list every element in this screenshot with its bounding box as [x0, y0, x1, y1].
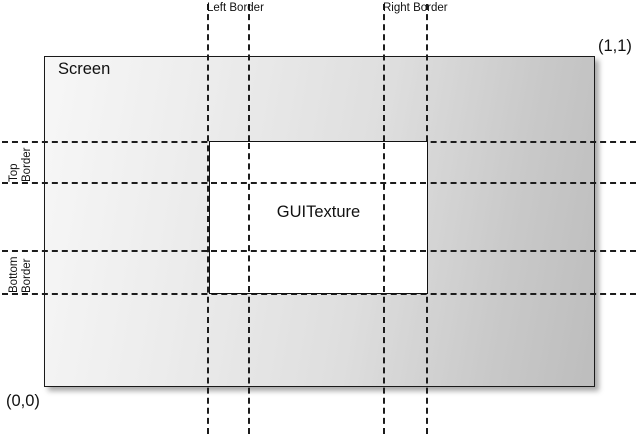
- guide-line-right-border-inner-overlay: [383, 143, 385, 292]
- label-bottom-border: Bottom Border: [8, 250, 34, 293]
- guide-line-left-border-inner-overlay: [248, 143, 250, 292]
- label-bottom-border-line1: Bottom: [8, 256, 20, 293]
- label-top-border: Top Border: [8, 141, 34, 182]
- screen-label: Screen: [58, 60, 111, 78]
- guide-line-bottom-border-outer: [2, 293, 636, 295]
- label-top-border-line1: Top: [8, 163, 20, 182]
- label-bottom-border-line2: Border: [21, 258, 33, 293]
- guide-line-left-border-outer: [207, 4, 209, 434]
- label-right-border-line1: Right: [383, 2, 410, 14]
- coordinate-label-top-right: (1,1): [598, 37, 632, 55]
- label-left-border: Left Border: [207, 2, 264, 15]
- gui-texture-rectangle: [209, 141, 428, 294]
- label-top-border-line2: Border: [21, 147, 33, 182]
- gui-texture-label: GUITexture: [276, 203, 361, 221]
- label-right-border: Right Border: [383, 2, 448, 15]
- guide-line-bottom-border-inner-overlay: [211, 250, 426, 252]
- label-left-border-line1: Left: [207, 2, 227, 14]
- label-right-border-line2: Border: [413, 2, 448, 14]
- label-left-border-line2: Border: [229, 2, 264, 14]
- guide-line-top-border-inner-overlay: [211, 182, 426, 184]
- coordinate-label-bottom-left: (0,0): [6, 392, 40, 410]
